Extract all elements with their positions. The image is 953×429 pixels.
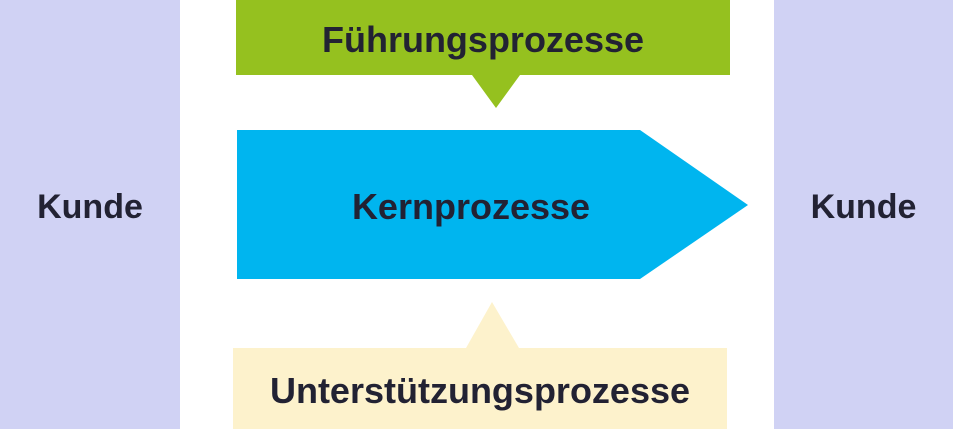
support-process-shape bbox=[233, 302, 727, 429]
left-customer-label: Kunde bbox=[37, 187, 143, 226]
left-customer-column bbox=[0, 0, 180, 429]
right-customer-label: Kunde bbox=[810, 187, 917, 226]
core-process-label: Kernprozesse bbox=[351, 186, 591, 227]
management-process-label: Führungsprozesse bbox=[321, 19, 645, 60]
right-customer-column bbox=[774, 0, 953, 429]
support-process-label: Unterstützungsprozesse bbox=[269, 370, 691, 411]
management-process-shape bbox=[236, 0, 730, 108]
core-process-arrow bbox=[237, 130, 748, 279]
